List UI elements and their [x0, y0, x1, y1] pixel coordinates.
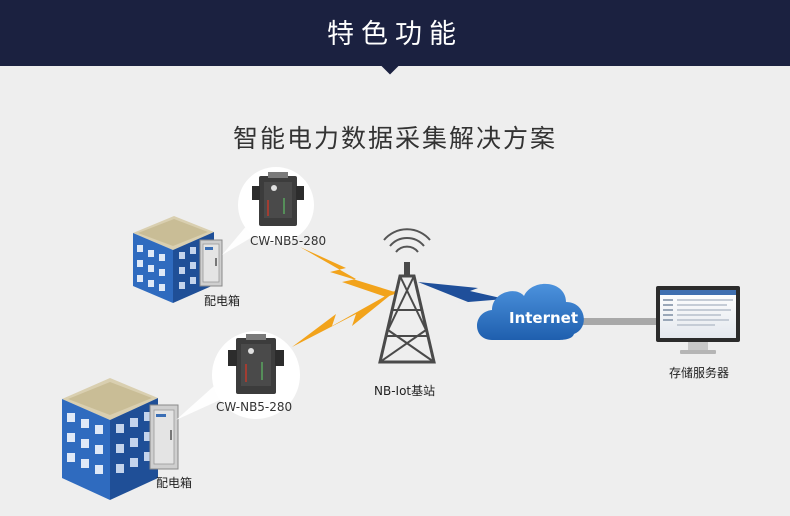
- distribution-cabinet-upper: [199, 239, 223, 287]
- banner-title: 特色功能: [327, 19, 463, 50]
- internet-label: Internet: [509, 309, 579, 327]
- internet-cloud: [477, 283, 584, 340]
- diagram-title: 智能电力数据采集解决方案: [232, 124, 557, 153]
- device-model-upper: CW-NB5-280: [250, 234, 327, 248]
- tower-label: NB-Iot基站: [374, 384, 436, 398]
- device-model-lower: CW-NB5-280: [216, 400, 293, 414]
- title-banner: 特色功能: [0, 0, 790, 66]
- distribution-cabinet-lower: [149, 404, 179, 470]
- building-lower: [62, 378, 158, 500]
- cabinet-label-upper: 配电箱: [204, 294, 241, 308]
- storage-server-monitor: [656, 286, 740, 354]
- cabinet-label-lower: 配电箱: [156, 476, 193, 490]
- device-bubble-upper: [222, 167, 314, 255]
- cloud-server-link: [575, 318, 663, 325]
- signal-bolt-upper: [300, 247, 398, 297]
- device-bubble-lower: [176, 331, 300, 420]
- signal-bolt-lower: [292, 289, 398, 347]
- signal-bolt-internet: [418, 282, 505, 303]
- server-label: 存储服务器: [669, 366, 730, 380]
- nb-iot-tower: [378, 228, 436, 364]
